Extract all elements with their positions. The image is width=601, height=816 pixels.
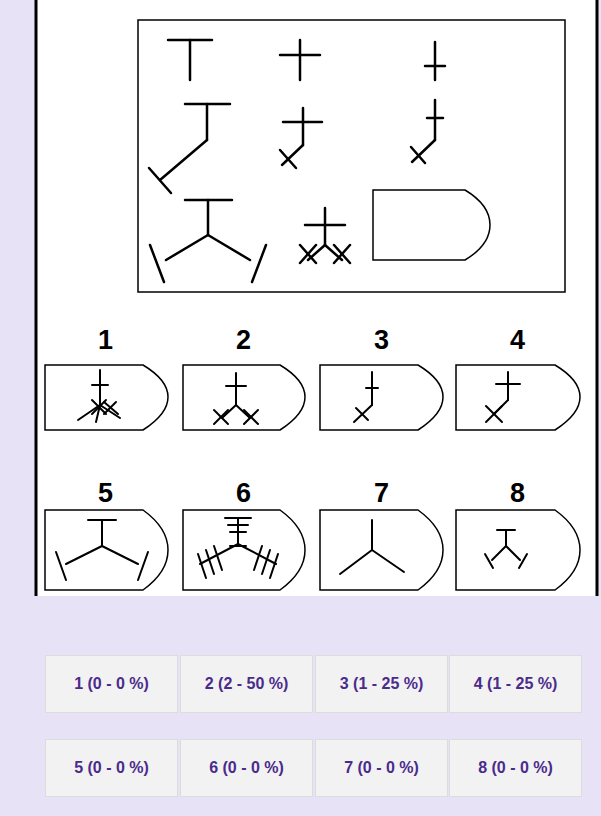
option-number: 8: [510, 480, 525, 507]
button-text: 1 (0 - 0 %): [74, 675, 149, 693]
option-number: 3: [374, 327, 389, 354]
option-number: 7: [374, 480, 389, 507]
option-number: 6: [236, 480, 251, 507]
answer-button: 2 (2 - 50 %): [180, 655, 313, 713]
button-text: 3 (1 - 25 %): [340, 675, 424, 693]
button-text: 2 (2 - 50 %): [205, 675, 289, 693]
answer-button: 7 (0 - 0 %): [315, 739, 448, 797]
button-text: 8 (0 - 0 %): [478, 759, 553, 777]
button-text: 7 (0 - 0 %): [344, 759, 419, 777]
button-text: 4 (1 - 25 %): [474, 675, 558, 693]
option-number: 4: [510, 327, 525, 354]
option-number: 5: [98, 480, 113, 507]
answer-button: 3 (1 - 25 %): [315, 655, 448, 713]
answer-button: 4 (1 - 25 %): [449, 655, 582, 713]
answer-button: 1 (0 - 0 %): [45, 655, 178, 713]
answer-button: 6 (0 - 0 %): [180, 739, 313, 797]
option-number: 2: [236, 327, 251, 354]
answer-button: 8 (0 - 0 %): [449, 739, 582, 797]
button-text: 5 (0 - 0 %): [74, 759, 149, 777]
button-text: 6 (0 - 0 %): [209, 759, 284, 777]
answer-button: 5 (0 - 0 %): [45, 739, 178, 797]
option-number: 1: [98, 327, 113, 354]
